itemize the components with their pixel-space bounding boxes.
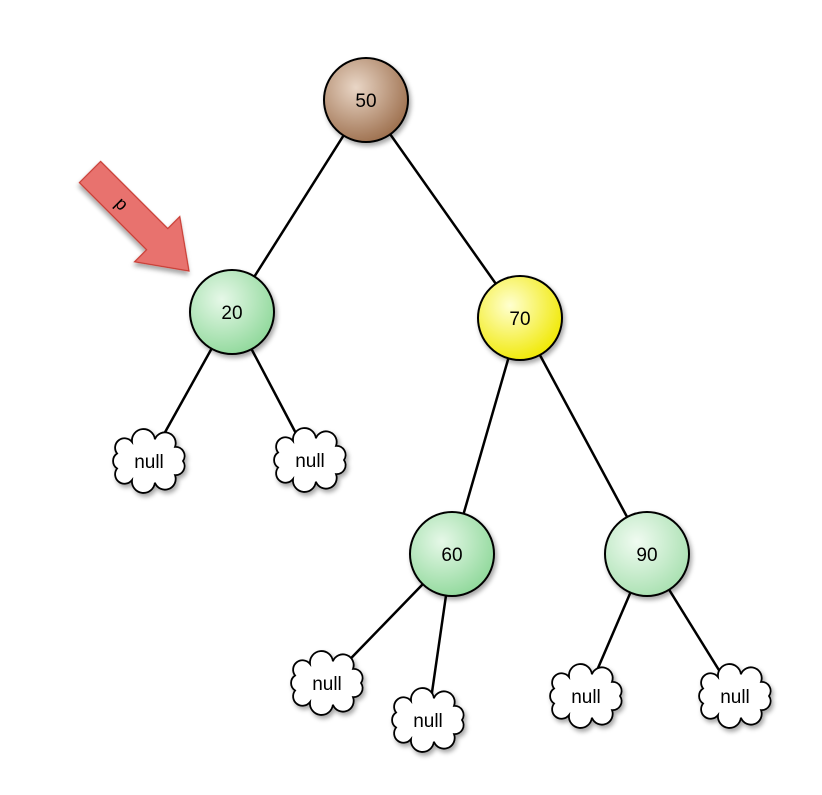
null-leaf: null <box>273 427 347 493</box>
null-label: null <box>295 451 325 472</box>
node-circle <box>189 269 275 355</box>
tree-edge <box>518 317 649 555</box>
nodes: 50 20 70 60 90 null null null null null null <box>112 57 772 753</box>
null-leaf: null <box>112 428 186 494</box>
cloud-shape <box>549 663 623 729</box>
null-label: null <box>134 452 164 473</box>
node-value: 50 <box>355 91 376 112</box>
null-label: null <box>413 711 443 732</box>
cloud-shape <box>698 663 772 729</box>
edges <box>147 99 737 721</box>
node-value: 70 <box>509 309 530 330</box>
null-label: null <box>720 687 750 708</box>
tree-node-60: 60 <box>409 511 495 597</box>
null-label: null <box>571 687 601 708</box>
node-circle <box>409 511 495 597</box>
tree-node-50: 50 <box>323 57 409 143</box>
null-label: null <box>312 674 342 695</box>
tree-node-70: 70 <box>477 275 563 361</box>
node-circle <box>477 275 563 361</box>
cloud-shape <box>391 687 465 753</box>
node-value: 60 <box>441 545 462 566</box>
arrow-icon <box>78 160 190 272</box>
cloud-shape <box>273 427 347 493</box>
pointer-arrow: p <box>78 160 190 272</box>
null-leaf: null <box>391 687 465 753</box>
null-leaf: null <box>698 663 772 729</box>
tree-node-90: 90 <box>604 511 690 597</box>
node-circle <box>604 511 690 597</box>
cloud-shape <box>290 650 364 716</box>
tree-edge <box>364 99 522 319</box>
null-leaf: null <box>290 650 364 716</box>
node-circle <box>323 57 409 143</box>
cloud-shape <box>112 428 186 494</box>
node-value: 20 <box>221 303 242 324</box>
null-leaf: null <box>549 663 623 729</box>
tree-node-20: 20 <box>189 269 275 355</box>
node-value: 90 <box>636 545 657 566</box>
